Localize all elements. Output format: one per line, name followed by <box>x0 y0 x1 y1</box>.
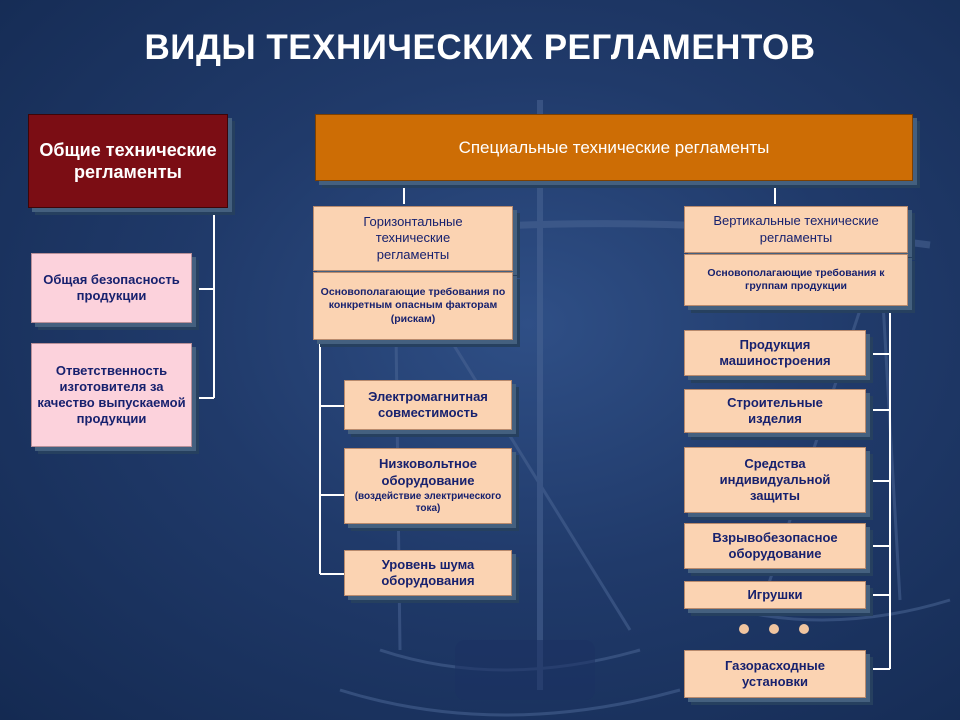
gas-appliances-label: Газорасходные установки <box>724 657 825 689</box>
low-voltage-note: (воздействие электрического тока) <box>354 490 502 515</box>
horizontal-regulations-label: Горизонтальные технические регламенты <box>363 214 463 262</box>
toys-label: Игрушки <box>747 586 803 602</box>
ellipsis-dots <box>739 624 809 634</box>
vertical-regulations-box: Вертикальные технические регламенты <box>684 206 908 253</box>
construction-products-label: Строительные изделия <box>727 394 823 426</box>
manufacturer-responsibility-label: Ответственность изготовителя за качество… <box>37 362 186 427</box>
general-regulations-box: Общие технические регламенты <box>28 114 228 208</box>
ppe-label: Средства индивидуальной защиты <box>719 455 831 504</box>
emc-box: Электромагнитная совместимость <box>344 380 512 430</box>
construction-products-box: Строительные изделия <box>684 389 866 433</box>
vertical-requirements-box: Основополагающие требования к группам пр… <box>684 254 908 306</box>
manufacturer-responsibility-box: Ответственность изготовителя за качество… <box>31 343 192 447</box>
ellipsis-dot <box>769 624 779 634</box>
low-voltage-box: Низковольтное оборудование (воздействие … <box>344 448 512 524</box>
horizontal-requirements-box: Основополагающие требования по конкретны… <box>313 272 513 340</box>
vertical-requirements-label: Основополагающие требования к группам пр… <box>707 266 885 292</box>
horizontal-requirements-label: Основополагающие требования по конкретны… <box>320 286 506 325</box>
toys-box: Игрушки <box>684 581 866 609</box>
special-regulations-label: Специальные технические регламенты <box>458 137 770 157</box>
horizontal-regulations-box: Горизонтальные технические регламенты <box>313 206 513 271</box>
general-regulations-label: Общие технические регламенты <box>39 139 217 183</box>
ellipsis-dot <box>799 624 809 634</box>
special-regulations-box: Специальные технические регламенты <box>315 114 913 181</box>
explosion-proof-box: Взрывобезопасное оборудование <box>684 523 866 569</box>
general-safety-label: Общая безопасность продукции <box>43 271 180 303</box>
noise-level-label: Уровень шума оборудования <box>381 556 475 588</box>
explosion-proof-label: Взрывобезопасное оборудование <box>712 529 838 561</box>
mechanical-products-label: Продукция машиностроения <box>719 336 831 368</box>
ppe-box: Средства индивидуальной защиты <box>684 447 866 513</box>
general-safety-box: Общая безопасность продукции <box>31 253 192 323</box>
ellipsis-dot <box>739 624 749 634</box>
noise-level-box: Уровень шума оборудования <box>344 550 512 596</box>
low-voltage-label: Низковольтное оборудование <box>378 456 478 488</box>
vertical-regulations-label: Вертикальные технические регламенты <box>713 213 879 245</box>
slide-title: ВИДЫ ТЕХНИЧЕСКИХ РЕГЛАМЕНТОВ <box>144 28 816 67</box>
mechanical-products-box: Продукция машиностроения <box>684 330 866 376</box>
emc-label: Электромагнитная совместимость <box>368 388 488 420</box>
gas-appliances-box: Газорасходные установки <box>684 650 866 698</box>
